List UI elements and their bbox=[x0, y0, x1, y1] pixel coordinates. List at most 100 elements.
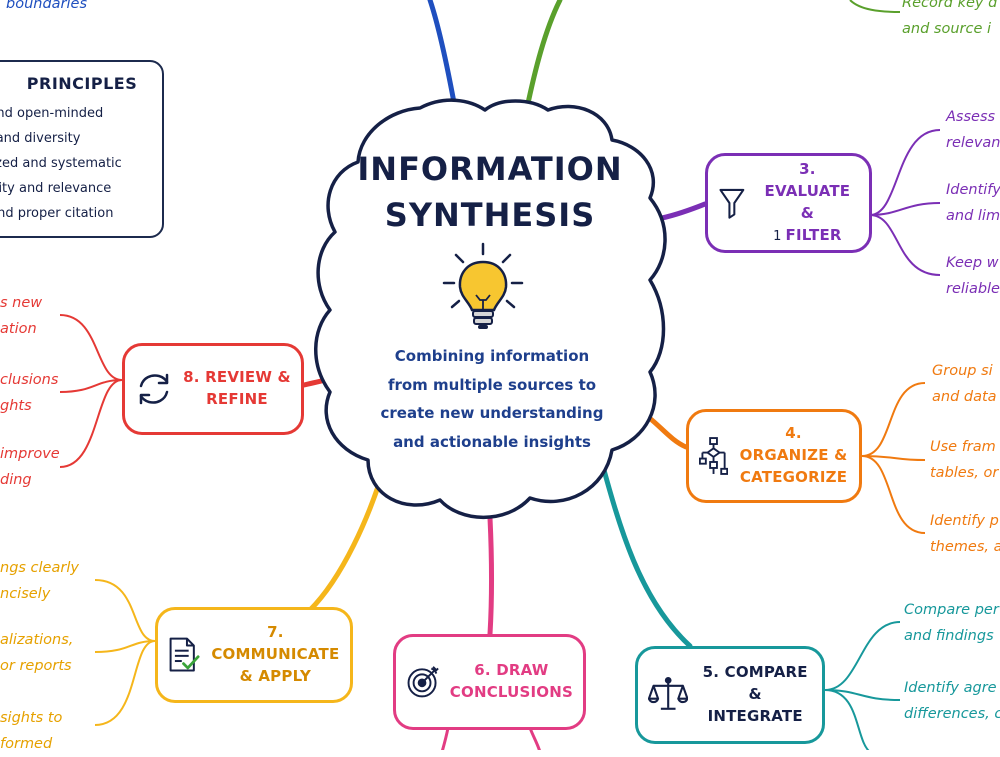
note-line: Identify agre bbox=[904, 680, 997, 696]
note-organize-2: Use fram tables, or bbox=[930, 434, 998, 486]
central-description-line: Combining information bbox=[394, 347, 590, 365]
node-communicate-apply[interactable]: 7. COMMUNICATE & APPLY bbox=[155, 607, 353, 703]
note-line: formed bbox=[0, 736, 53, 753]
note-connector-teal-1 bbox=[824, 621, 901, 691]
note-connector-yellow-2 bbox=[94, 640, 156, 653]
note-connector-teal-3 bbox=[824, 689, 870, 750]
note-review-1: s new ation bbox=[0, 290, 42, 342]
node-label-line: 4. ORGANIZE & bbox=[739, 424, 848, 465]
note-connector-teal-2 bbox=[824, 689, 901, 701]
note-evaluate-3: Keep w reliable bbox=[946, 250, 1000, 302]
note-line: themes, a bbox=[930, 539, 1000, 556]
node-draw-conclusions[interactable]: 6. DRAW CONCLUSIONS bbox=[393, 634, 586, 730]
node-communicate-label: 7. COMMUNICATE & APPLY bbox=[211, 622, 340, 687]
note-line: relevan bbox=[946, 135, 1000, 152]
node-organize-categorize[interactable]: 4. ORGANIZE & CATEGORIZE bbox=[686, 409, 862, 503]
principles-title: PRINCIPLES bbox=[26, 74, 138, 93]
principles-list: ical and open-minded epth and diversity … bbox=[0, 101, 162, 226]
note-organize-1: Group si and data bbox=[932, 358, 997, 410]
note-organize-3: Identify p themes, a bbox=[930, 508, 1000, 560]
central-description-line: from multiple sources to bbox=[387, 375, 597, 394]
principles-box: PRINCIPLES ical and open-minded epth and… bbox=[0, 60, 164, 238]
note-line: ghts bbox=[0, 398, 32, 415]
document-check-icon bbox=[169, 637, 200, 672]
refresh-icon bbox=[139, 373, 169, 405]
note-connector-red-2 bbox=[59, 379, 123, 393]
note-line: ngs clearly bbox=[0, 560, 79, 576]
note-top-right: Record key d and source i bbox=[902, 0, 997, 42]
note-top-left: boundaries bbox=[6, 0, 87, 17]
note-connector-purple-1 bbox=[869, 129, 941, 216]
note-line: reliable bbox=[946, 281, 1000, 298]
note-line: ding bbox=[0, 472, 32, 489]
node-label-line: CONCLUSIONS bbox=[449, 683, 573, 701]
note-line: and source i bbox=[902, 21, 991, 38]
node-label-line: 6. DRAW bbox=[474, 661, 549, 680]
pink-stub-left bbox=[441, 727, 450, 750]
note-communicate-3: sights to formed bbox=[0, 705, 62, 757]
note-line: sights to bbox=[0, 710, 63, 726]
branch-line-pink bbox=[487, 515, 494, 637]
note-line: boundaries bbox=[6, 0, 88, 12]
branch-line-teal bbox=[595, 445, 693, 649]
note-communicate-1: ngs clearly ncisely bbox=[0, 555, 79, 607]
note-connector-orange-1 bbox=[861, 382, 926, 457]
principle-item: rganized and systematic bbox=[0, 156, 122, 171]
note-connector-purple-2 bbox=[869, 202, 941, 216]
note-line: Use fram bbox=[930, 439, 996, 455]
node-compare-integrate[interactable]: 5. COMPARE & INTEGRATE bbox=[635, 646, 825, 744]
principle-item: n clarity and relevance bbox=[0, 181, 112, 196]
node-review-refine[interactable]: 8. REVIEW & REFINE bbox=[122, 343, 304, 435]
light-bulb-icon bbox=[442, 242, 524, 329]
central-title: INFORMATION SYNTHESIS bbox=[335, 146, 645, 238]
note-evaluate-1: Assess relevan bbox=[946, 104, 1000, 156]
note-line: ation bbox=[0, 321, 37, 338]
node-conclusions-label: 6. DRAW CONCLUSIONS bbox=[450, 660, 573, 704]
principle-item: ical and open-minded bbox=[0, 106, 104, 121]
note-line: Identify p bbox=[930, 513, 999, 529]
flowchart-icon bbox=[699, 437, 729, 475]
note-line: clusions bbox=[0, 372, 59, 388]
central-title-line1: INFORMATION bbox=[357, 150, 623, 188]
note-line: and lim bbox=[946, 208, 1000, 225]
central-title-line2: SYNTHESIS bbox=[384, 196, 596, 234]
stray-glyph: 1 bbox=[773, 228, 782, 244]
note-compare-2: Identify agre differences, c bbox=[904, 675, 1000, 727]
note-line: differences, c bbox=[904, 706, 1000, 723]
note-line: Assess bbox=[946, 109, 996, 125]
note-connector-orange-3 bbox=[861, 455, 926, 534]
note-evaluate-2: Identify and lim bbox=[946, 177, 1000, 229]
node-label-line: 5. COMPARE & bbox=[702, 663, 808, 704]
node-compare-label: 5. COMPARE & INTEGRATE bbox=[698, 662, 812, 727]
note-line: and findings bbox=[904, 628, 994, 645]
node-label-line: REFINE bbox=[206, 390, 268, 408]
node-review-label: 8. REVIEW & REFINE bbox=[183, 367, 291, 411]
note-connector-green bbox=[849, 0, 901, 13]
note-connector-orange-2 bbox=[861, 455, 926, 461]
note-line: and data bbox=[932, 389, 997, 406]
note-line: s new bbox=[0, 295, 43, 311]
node-label-line: FILTER bbox=[785, 225, 842, 244]
note-line: alizations, bbox=[0, 632, 74, 648]
note-connector-red-3 bbox=[59, 379, 123, 468]
branch-line-blue bbox=[427, 0, 458, 111]
note-line: tables, or bbox=[930, 465, 999, 482]
funnel-icon bbox=[719, 188, 745, 219]
note-compare-1: Compare per and findings bbox=[904, 597, 999, 649]
note-line: or reports bbox=[0, 658, 72, 675]
note-line: improve bbox=[0, 446, 60, 462]
note-line: Identify bbox=[946, 182, 1000, 198]
balance-scale-icon bbox=[648, 676, 689, 710]
note-line: Record key d bbox=[902, 0, 998, 11]
note-connector-red-1 bbox=[59, 314, 123, 381]
branch-line-purple bbox=[659, 201, 708, 221]
note-line: ncisely bbox=[0, 586, 51, 603]
note-connector-yellow-1 bbox=[94, 579, 156, 642]
note-line: Keep w bbox=[946, 255, 999, 271]
note-review-2: clusions ghts bbox=[0, 367, 58, 419]
node-label-line: CATEGORIZE bbox=[739, 467, 848, 486]
note-connector-yellow-3 bbox=[94, 640, 156, 726]
